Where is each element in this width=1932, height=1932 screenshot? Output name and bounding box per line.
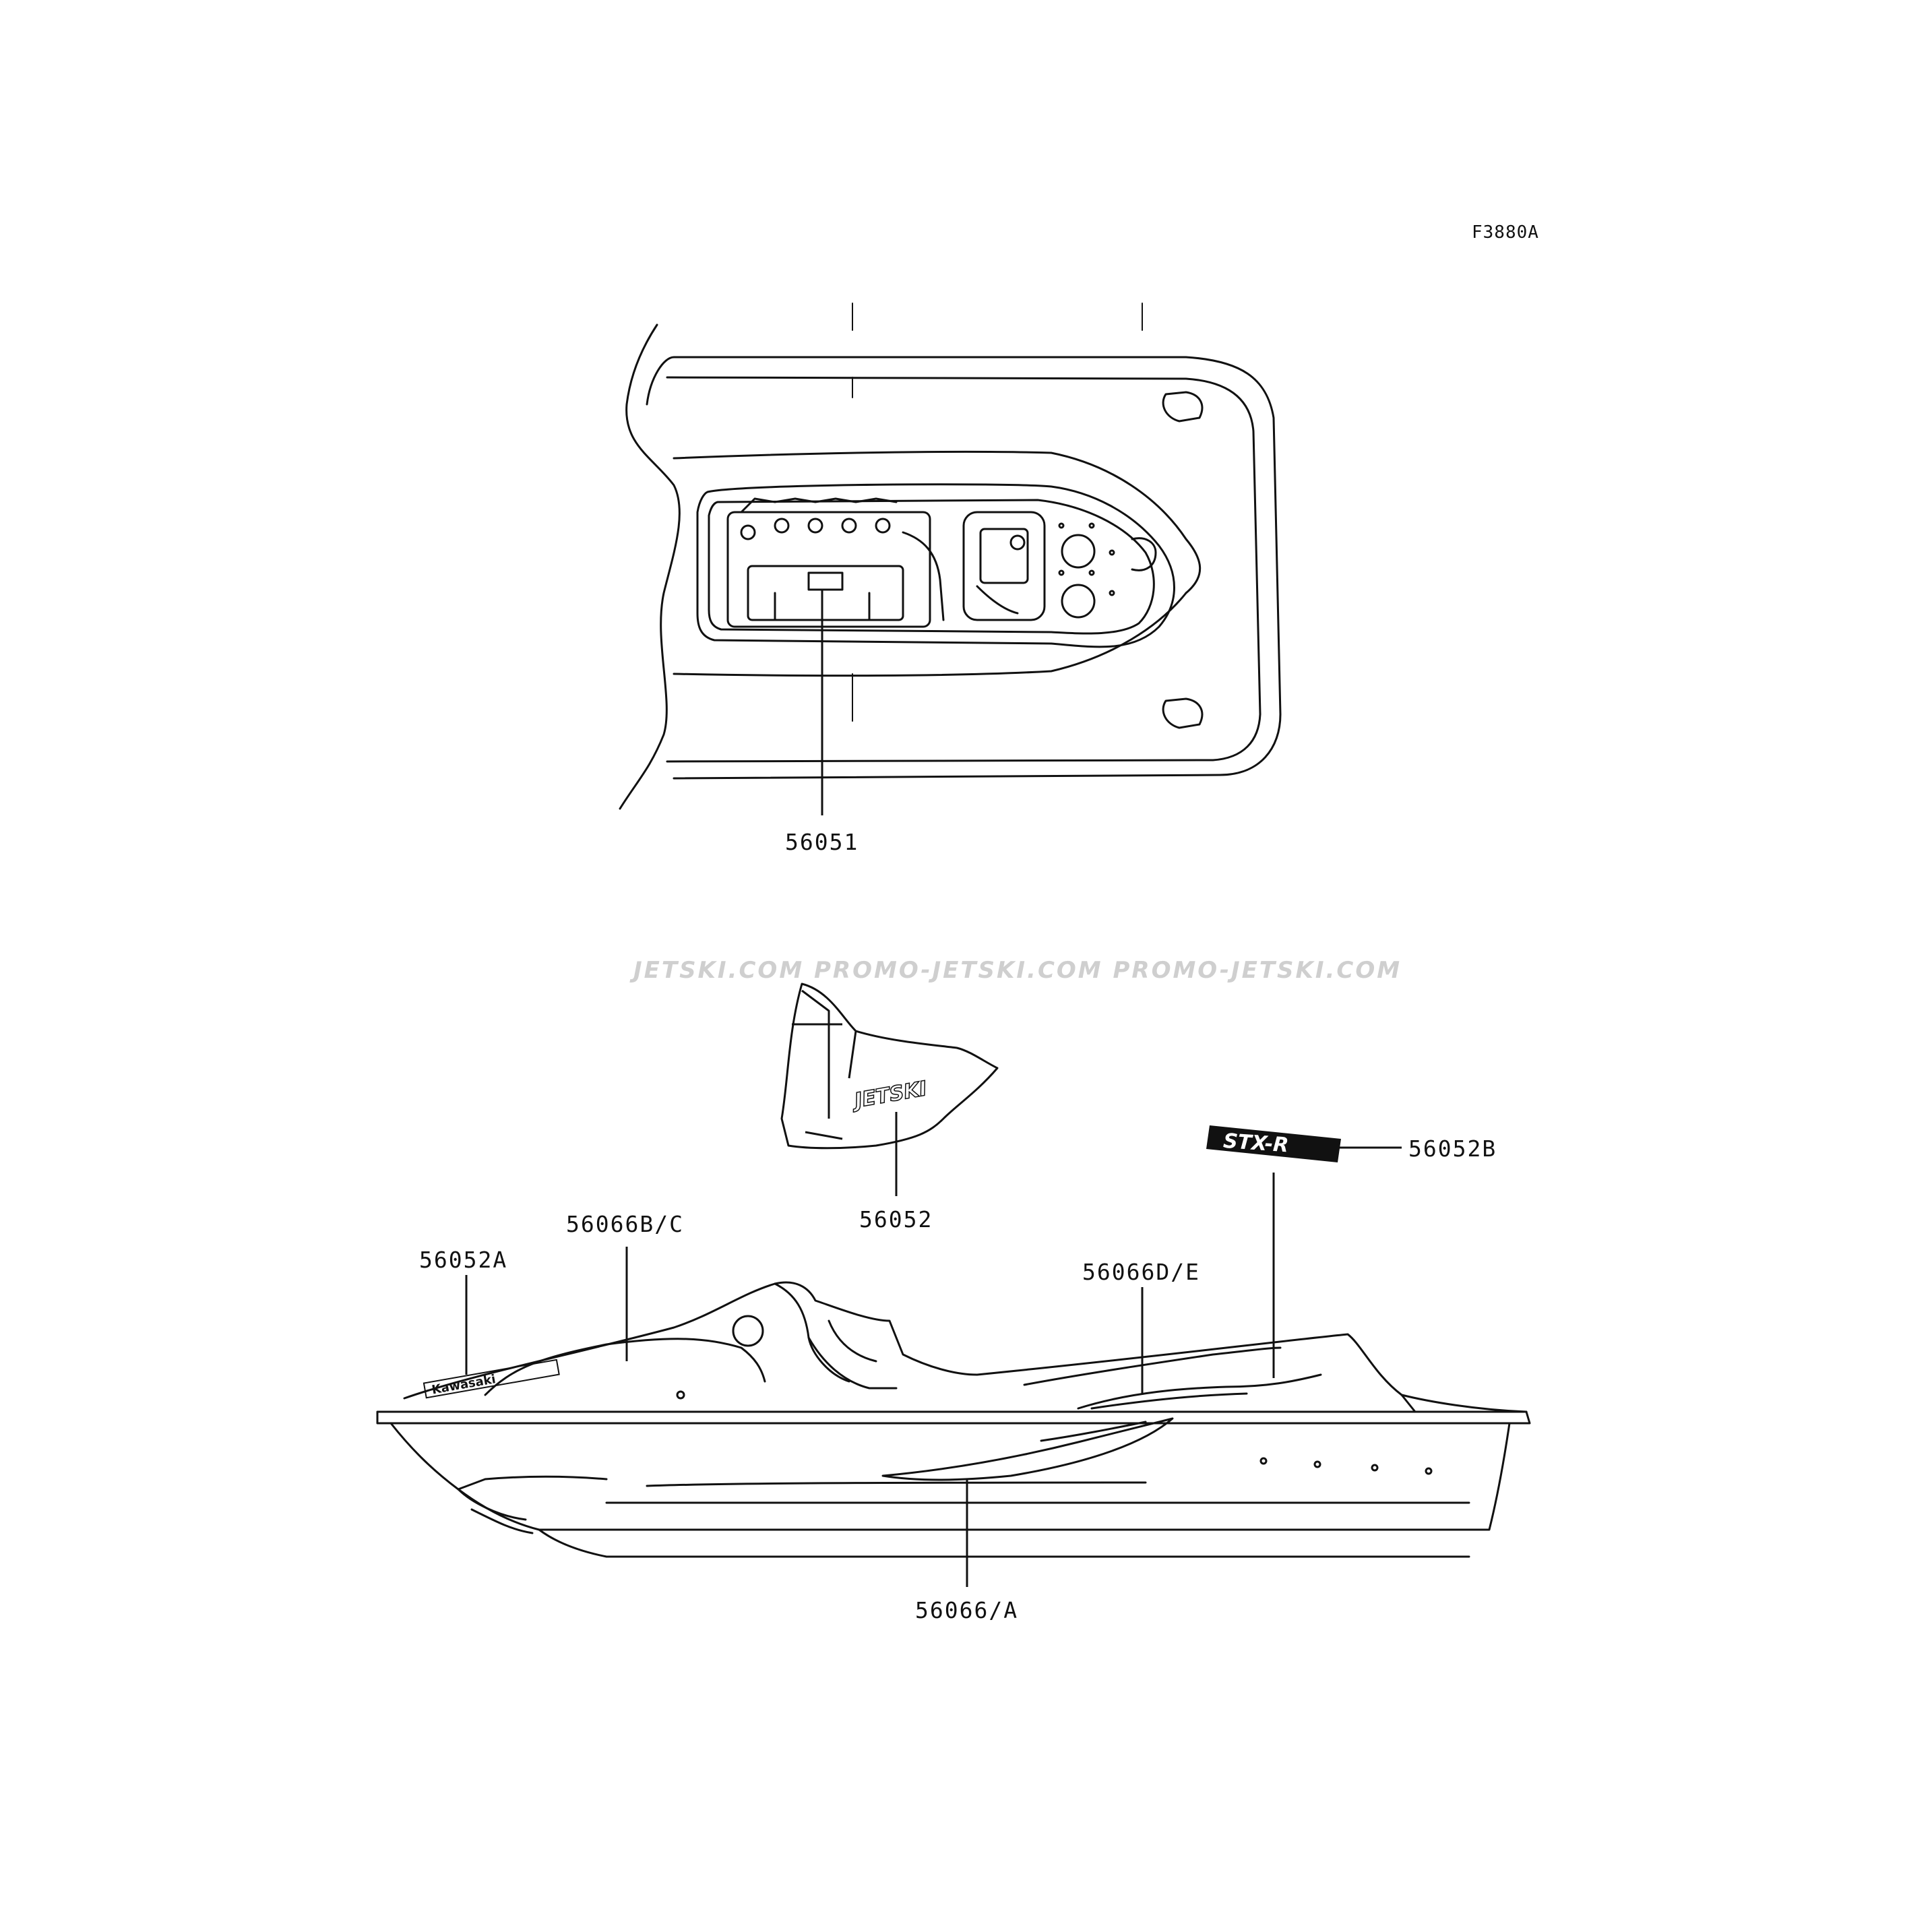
label-56052A: 56052A <box>419 1247 508 1273</box>
label-56066A: 56066/A <box>915 1597 1019 1623</box>
label-56052: 56052 <box>859 1206 933 1233</box>
side-graphic-lower <box>881 1417 1174 1481</box>
label-56066BC: 56066B/C <box>566 1211 684 1237</box>
top-deck-outline <box>619 323 681 810</box>
svg-text:STX-R: STX-R <box>1222 1129 1289 1158</box>
side-graphic-upper <box>1077 1373 1322 1410</box>
jetski-panel <box>780 983 999 1150</box>
hull-outline <box>376 1410 1531 1425</box>
jetski-decal: JETSKI <box>850 1077 929 1113</box>
label-56066DE: 56066D/E <box>1082 1259 1200 1285</box>
watermark: JETSKI.COM PROMO-JETSKI.COM PROMO-JETSKI… <box>633 957 1402 984</box>
stx-r-decal: STX-R <box>1206 1125 1341 1162</box>
figure-code: F3880A <box>1472 222 1539 243</box>
kawasaki-decal: Kawasaki <box>423 1359 560 1399</box>
label-56051: 56051 <box>785 829 859 855</box>
engine-bay <box>696 483 1175 648</box>
label-56052B: 56052B <box>1408 1135 1497 1162</box>
